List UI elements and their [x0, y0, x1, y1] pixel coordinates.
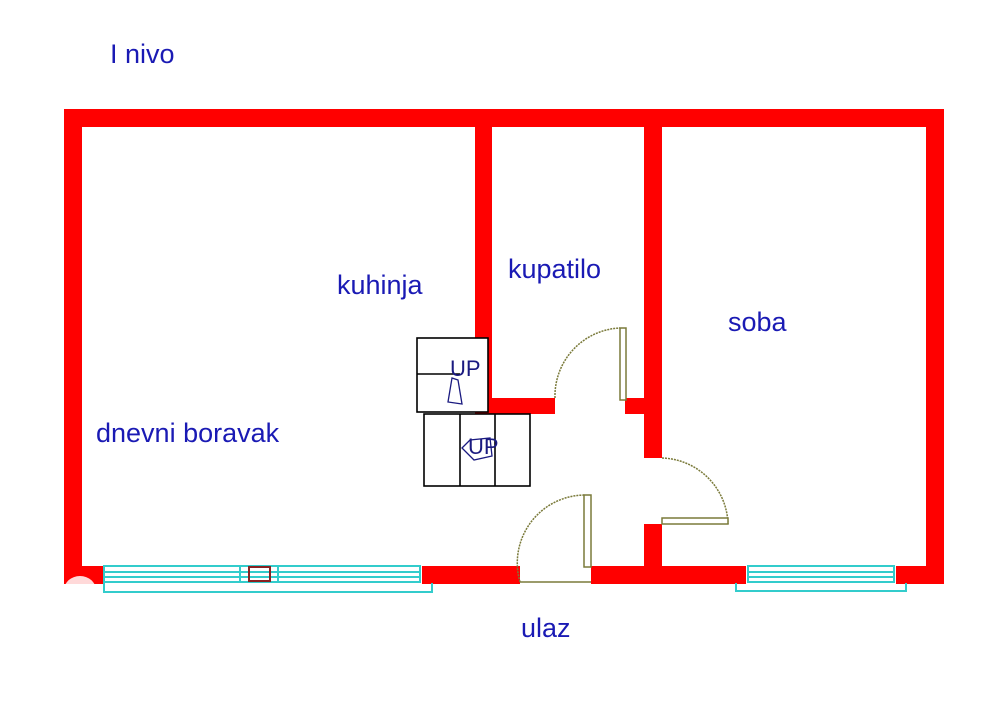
room-label-bathroom: kupatilo: [508, 254, 602, 284]
wall-bottom-mid-right: [591, 566, 746, 584]
door-room: [661, 457, 729, 525]
door-leaf-room: [661, 517, 729, 525]
wall-bath-room-upper: [644, 109, 662, 458]
window-handle: [248, 566, 271, 582]
room-label-entrance: ulaz: [521, 613, 571, 643]
wall-bath-bottom-right: [625, 398, 645, 414]
stair-label-lower: UP: [468, 434, 499, 459]
wall-bath-bottom-left: [475, 398, 555, 414]
windows: [103, 565, 907, 593]
wall-right: [926, 109, 944, 584]
walls: [64, 109, 944, 584]
wall-bath-room-lower: [644, 524, 662, 584]
window-room: [735, 565, 907, 592]
room-label-living: dnevni boravak: [96, 418, 280, 448]
wall-top: [64, 109, 944, 127]
door-leaf-entrance: [583, 494, 592, 568]
level-title: I nivo: [110, 39, 175, 69]
watermark: [64, 576, 96, 604]
door-leaf-bathroom: [619, 327, 627, 401]
window-living: [103, 565, 433, 593]
room-label-room: soba: [728, 307, 787, 337]
stair-label-upper: UP: [450, 356, 481, 381]
wall-left: [64, 109, 82, 584]
doors: [516, 327, 729, 583]
room-label-kitchen: kuhinja: [337, 270, 423, 300]
door-entrance: [516, 494, 586, 583]
stair-upper: [416, 337, 489, 413]
wall-bottom-right-stub: [896, 566, 944, 584]
door-bathroom: [554, 327, 621, 399]
stairs: [416, 337, 531, 487]
stair-lower: [423, 413, 531, 487]
wall-bottom-mid-left: [422, 566, 520, 584]
